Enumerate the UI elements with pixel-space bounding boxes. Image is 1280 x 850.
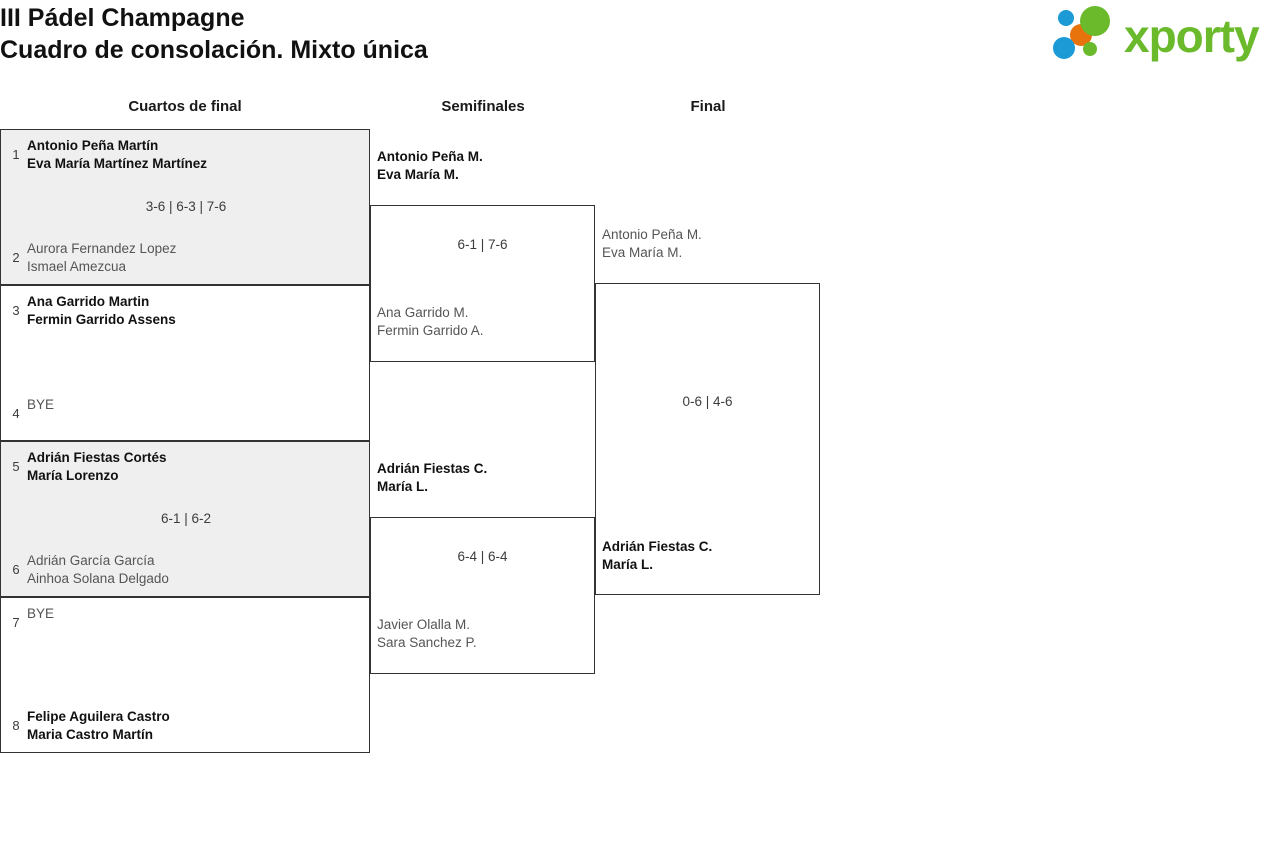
player-name: María L. (377, 479, 429, 494)
match-final[interactable]: 0-6 | 4-6 (595, 283, 820, 595)
seed-number: 4 (12, 406, 20, 421)
player-name: Antonio Peña M. (377, 149, 483, 164)
player-name: Antonio Peña M. (602, 227, 702, 242)
match-score: 6-4 | 6-4 (457, 549, 508, 564)
final-runner-up[interactable]: Antonio Peña M. Eva María M. (602, 226, 702, 262)
team-slot[interactable]: 3 Ana Garrido Martin Fermin Garrido Asse… (1, 292, 369, 332)
xporty-logo[interactable]: xporty (1050, 6, 1276, 66)
seed-number: 1 (12, 147, 20, 162)
player-name: Adrián Fiestas C. (602, 539, 713, 554)
round-header-final: Final (690, 98, 726, 115)
player-name: Adrián García García (27, 553, 155, 568)
player-name: María Lorenzo (27, 468, 119, 483)
logo-dots-icon (1050, 6, 1126, 66)
match-score: 6-1 | 6-2 (160, 511, 212, 526)
player-name: Eva María M. (377, 167, 459, 182)
player-name: María L. (602, 557, 654, 572)
player-name: BYE (27, 397, 55, 412)
semifinal-2-loser[interactable]: Javier Olalla M. Sara Sanchez P. (377, 616, 477, 652)
match-quarterfinal-4[interactable]: 7 BYE 8 Felipe Aguilera Castro Maria Cas… (0, 597, 370, 753)
logo-wordmark: xporty (1124, 10, 1260, 62)
semifinal-1-loser[interactable]: Ana Garrido M. Fermin Garrido A. (377, 304, 484, 340)
player-name: Eva María M. (602, 245, 683, 260)
match-semifinal-2[interactable]: 6-4 | 6-4 (370, 517, 595, 674)
seed-number: 8 (12, 718, 20, 733)
player-name: Adrián Fiestas Cortés (27, 450, 167, 465)
player-name: Sara Sanchez P. (377, 635, 477, 650)
round-header-quarterfinals: Cuartos de final (128, 98, 242, 115)
player-name: Ismael Amezcua (27, 259, 127, 274)
match-quarterfinal-2[interactable]: 3 Ana Garrido Martin Fermin Garrido Asse… (0, 285, 370, 441)
seed-number: 7 (12, 615, 20, 630)
team-slot[interactable]: 8 Felipe Aguilera Castro Maria Castro Ma… (1, 707, 369, 747)
player-name: Fermin Garrido A. (377, 323, 484, 338)
match-score: 0-6 | 4-6 (682, 394, 733, 409)
bracket-tree: 1 Antonio Peña Martín Eva María Martínez… (0, 129, 820, 753)
bracket-subtitle: Cuadro de consolación. Mixto única (0, 36, 428, 64)
match-quarterfinal-3[interactable]: 5 Adrián Fiestas Cortés María Lorenzo 6-… (0, 441, 370, 597)
team-names: Antonio Peña Martín Eva María Martínez M… (27, 137, 363, 173)
seed-number: 2 (12, 250, 20, 265)
player-name: Aurora Fernandez Lopez (27, 241, 177, 256)
team-names: Felipe Aguilera Castro Maria Castro Mart… (27, 708, 363, 744)
page-title: III Pádel Champagne Cuadro de consolació… (0, 2, 428, 66)
player-name: Antonio Peña Martín (27, 138, 159, 153)
player-name: Ana Garrido Martin (27, 294, 150, 309)
team-slot[interactable]: 6 Adrián García García Ainhoa Solana Del… (1, 551, 369, 591)
match-quarterfinal-1[interactable]: 1 Antonio Peña Martín Eva María Martínez… (0, 129, 370, 285)
team-names: BYE (27, 605, 363, 623)
semifinal-2-winner[interactable]: Adrián Fiestas C. María L. (377, 460, 487, 496)
player-name: Maria Castro Martín (27, 727, 154, 742)
team-names: BYE (27, 396, 363, 414)
player-name: Javier Olalla M. (377, 617, 471, 632)
team-names: Adrián Fiestas Cortés María Lorenzo (27, 449, 363, 485)
team-slot[interactable]: 1 Antonio Peña Martín Eva María Martínez… (1, 136, 369, 176)
team-slot[interactable]: 2 Aurora Fernandez Lopez Ismael Amezcua (1, 239, 369, 279)
player-name: Felipe Aguilera Castro (27, 709, 170, 724)
player-name: Eva María Martínez Martínez (27, 156, 208, 171)
player-name: Adrián Fiestas C. (377, 461, 488, 476)
match-semifinal-1[interactable]: 6-1 | 7-6 (370, 205, 595, 362)
round-header-semifinals: Semifinales (441, 98, 525, 115)
team-slot[interactable]: 4 BYE (1, 395, 369, 435)
semifinal-1-winner[interactable]: Antonio Peña M. Eva María M. (377, 148, 483, 184)
seed-number: 5 (12, 459, 20, 474)
match-score: 6-1 | 7-6 (457, 237, 508, 252)
final-champion[interactable]: Adrián Fiestas C. María L. (602, 538, 712, 574)
seed-number: 3 (12, 303, 20, 318)
match-score: 3-6 | 6-3 | 7-6 (145, 199, 227, 214)
seed-number: 6 (12, 562, 20, 577)
player-name: Ainhoa Solana Delgado (27, 571, 169, 586)
player-name: BYE (27, 606, 55, 621)
player-name: Fermin Garrido Assens (27, 312, 176, 327)
team-names: Adrián García García Ainhoa Solana Delga… (27, 552, 363, 588)
tournament-name: III Pádel Champagne (0, 4, 245, 32)
team-names: Ana Garrido Martin Fermin Garrido Assens (27, 293, 363, 329)
team-slot[interactable]: 5 Adrián Fiestas Cortés María Lorenzo (1, 448, 369, 488)
player-name: Ana Garrido M. (377, 305, 469, 320)
team-slot[interactable]: 7 BYE (1, 604, 369, 644)
team-names: Aurora Fernandez Lopez Ismael Amezcua (27, 240, 363, 276)
